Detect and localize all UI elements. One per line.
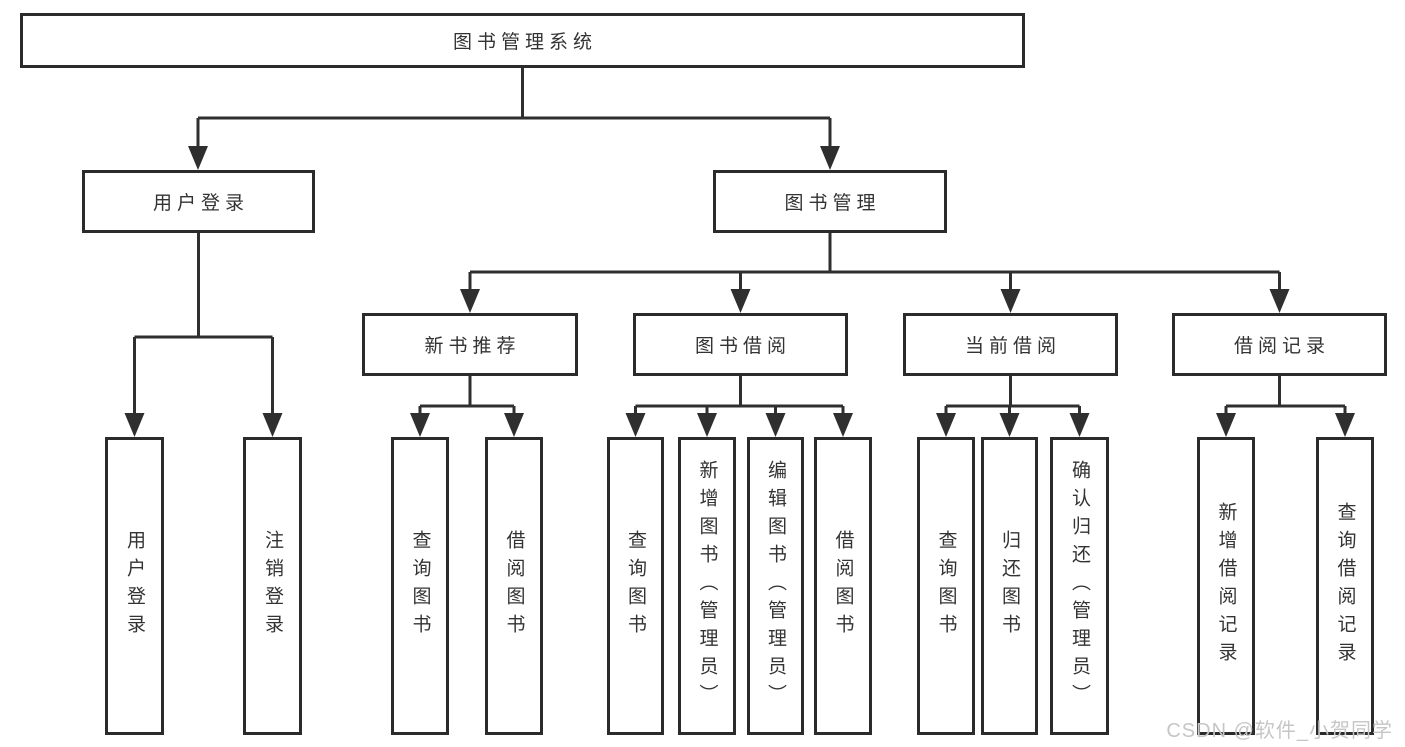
node-borrowing-records: 借阅记录 [1172, 313, 1387, 376]
leaf-add-borrow-record: 新增借阅记录 [1197, 437, 1255, 735]
node-new-book-recommendation: 新书推荐 [362, 313, 578, 376]
node-current-borrowing: 当前借阅 [903, 313, 1118, 376]
leaf-label: 查询图书 [935, 530, 957, 642]
leaf-query-books-current: 查询图书 [917, 437, 975, 735]
leaf-label: 编辑图书（管理员） [765, 460, 786, 712]
node-label: 图书管理系统 [452, 32, 597, 53]
node-library-management-system: 图书管理系统 [20, 13, 1025, 68]
leaf-label: 用户登录 [124, 530, 145, 642]
leaf-label: 查询图书 [409, 530, 431, 642]
leaf-label: 查询借阅记录 [1334, 502, 1356, 670]
leaf-label: 注销登录 [262, 530, 283, 642]
leaf-logout-login: 注销登录 [243, 437, 302, 735]
leaf-confirm-return-admin: 确认归还（管理员） [1050, 437, 1109, 735]
node-label: 借阅记录 [1233, 336, 1330, 357]
node-label: 用户登录 [152, 193, 249, 214]
leaf-query-borrow-record: 查询借阅记录 [1316, 437, 1374, 735]
node-book-borrowing: 图书借阅 [633, 313, 848, 376]
leaf-label: 确认归还（管理员） [1069, 460, 1090, 712]
node-label: 当前借阅 [964, 336, 1061, 357]
leaf-return-books: 归还图书 [981, 437, 1038, 735]
leaf-label: 新增借阅记录 [1215, 502, 1237, 670]
node-label: 新书推荐 [424, 336, 521, 357]
leaf-label: 归还图书 [999, 530, 1020, 642]
node-book-management: 图书管理 [713, 170, 947, 233]
leaf-label: 查询图书 [625, 530, 646, 642]
leaf-label: 借阅图书 [503, 530, 525, 642]
leaf-borrow-books-borrowing: 借阅图书 [814, 437, 872, 735]
leaf-query-books-recommend: 查询图书 [391, 437, 449, 735]
leaf-query-books-borrowing: 查询图书 [607, 437, 664, 735]
leaf-add-books-admin: 新增图书（管理员） [678, 437, 736, 735]
leaf-label: 借阅图书 [832, 530, 854, 642]
leaf-user-login: 用户登录 [105, 437, 164, 735]
leaf-label: 新增图书（管理员） [696, 460, 718, 712]
node-label: 图书借阅 [694, 336, 791, 357]
leaf-edit-books-admin: 编辑图书（管理员） [747, 437, 804, 735]
csdn-watermark: CSDN @软件_小贺同学 [1166, 720, 1393, 742]
leaf-borrow-books-recommend: 借阅图书 [485, 437, 543, 735]
node-user-login: 用户登录 [82, 170, 315, 233]
node-label: 图书管理 [784, 193, 881, 214]
